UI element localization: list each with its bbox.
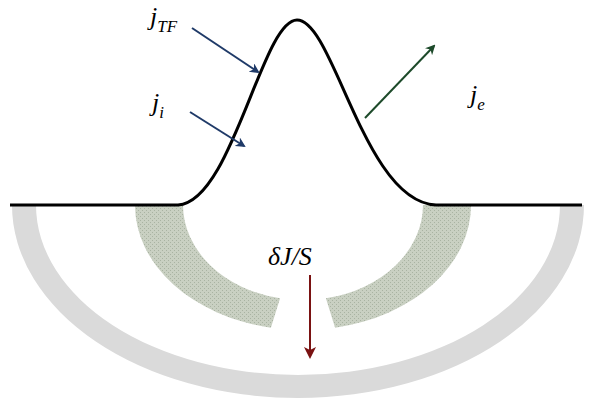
symbol: j [470,80,477,109]
inner-shell-right [326,205,471,328]
flux-label: jTF [150,4,177,30]
flux-arrow [309,275,311,357]
flux-label: δJ/S [268,244,312,270]
flux-arrow [192,28,258,72]
symbol: j [152,88,159,117]
flux-label: je [470,82,485,108]
subscript: i [159,103,164,122]
outer-shell [12,205,584,398]
flux-arrow [190,112,244,146]
surface-bump [10,20,582,205]
subscript: TF [157,17,177,36]
flux-arrow [365,46,434,118]
flux-label: ji [152,90,164,116]
symbol: j [150,2,157,31]
inner-shell-left [135,205,280,328]
subscript: e [477,95,485,114]
